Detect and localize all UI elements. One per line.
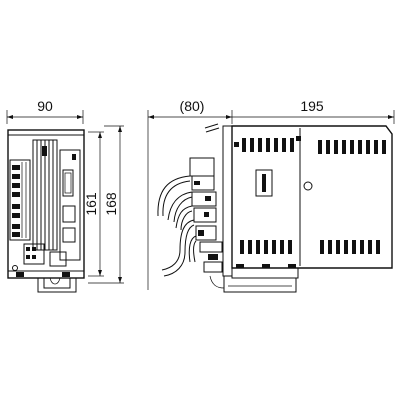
height-outer-label: 168: [103, 192, 119, 216]
connector-stack: [189, 157, 223, 273]
vent-slots-top-right: [296, 136, 386, 154]
terminal-block: [12, 162, 27, 238]
side-view: [209, 125, 393, 293]
cables: [157, 123, 220, 277]
front-width-dimension: 90: [6, 98, 84, 124]
vent-slots-bottom-right: [320, 240, 380, 254]
heatsink-fins: [32, 139, 58, 251]
side-width-dimension: 195: [232, 98, 395, 124]
label-plate: [255, 169, 273, 197]
front-view: [7, 129, 85, 293]
vent-slots-top-left: [234, 138, 294, 152]
height-outer-dimension: 168: [88, 125, 124, 284]
cable-depth-label: (80): [180, 98, 205, 114]
vent-slots-bottom-left: [240, 240, 292, 254]
height-inner-label: 161: [83, 192, 99, 216]
mount-hole: [303, 181, 313, 191]
front-width-label: 90: [37, 98, 53, 114]
height-inner-dimension: 161: [83, 131, 104, 277]
cable-depth-dimension: (80): [147, 98, 233, 290]
side-width-label: 195: [300, 98, 324, 114]
